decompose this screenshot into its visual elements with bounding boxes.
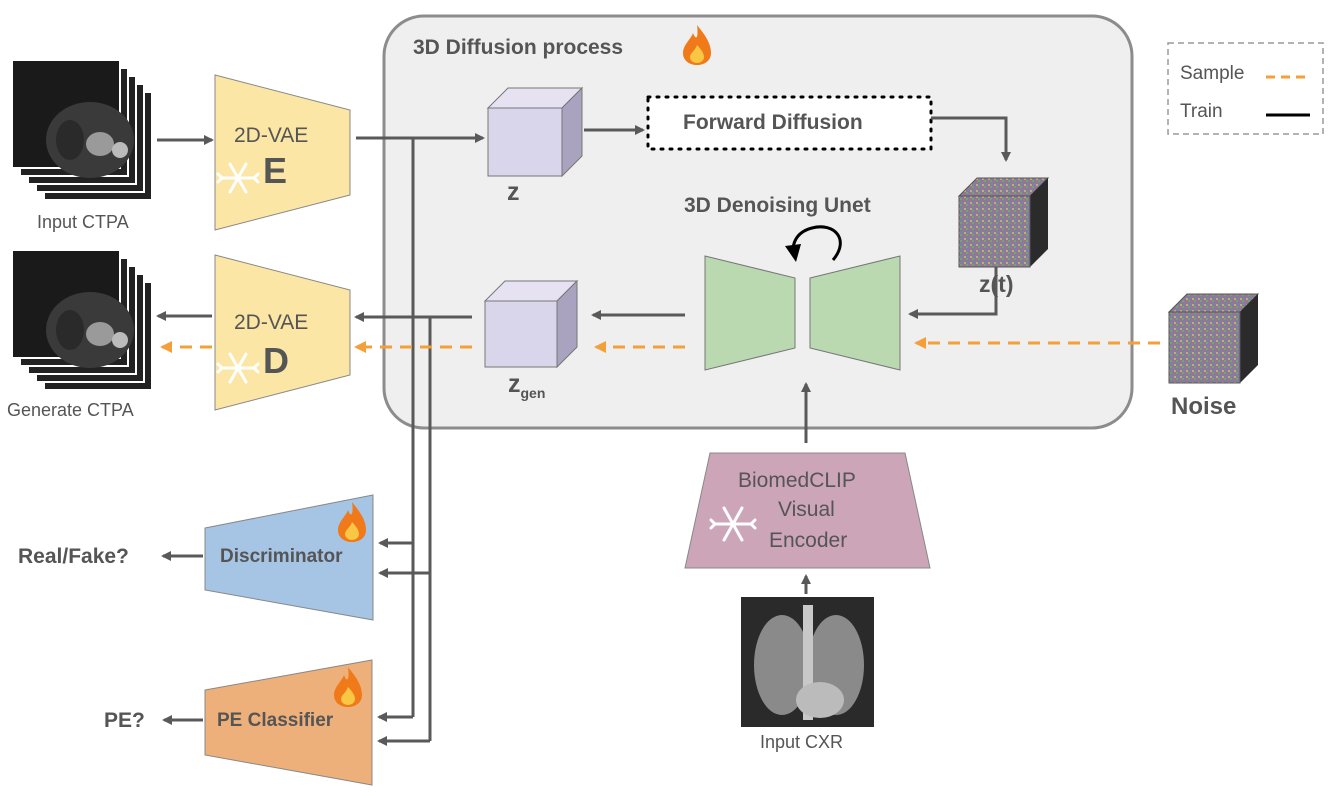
zgen-latent-cube bbox=[483, 279, 579, 369]
snowflake-icon bbox=[216, 352, 260, 384]
z-latent-cube bbox=[486, 86, 584, 178]
legend-sample-label: Sample bbox=[1180, 63, 1245, 84]
decoder-title: 2D-VAE bbox=[234, 311, 309, 334]
snowflake-icon bbox=[709, 506, 757, 542]
generate-ctpa-stack bbox=[11, 249, 153, 391]
forward-diffusion-box bbox=[646, 95, 933, 151]
flame-icon bbox=[334, 667, 362, 707]
z-label: z bbox=[507, 178, 520, 206]
sample-arrows bbox=[160, 337, 1160, 353]
discriminator-shape bbox=[204, 494, 374, 621]
biomedclip-line2: Visual bbox=[778, 498, 835, 521]
biomedclip-line3: Encoder bbox=[769, 529, 848, 552]
legend-train-label: Train bbox=[1180, 101, 1223, 122]
decoder-letter: D bbox=[263, 340, 289, 381]
pe-classifier-label: PE Classifier bbox=[217, 710, 334, 731]
generate-ctpa-label: Generate CTPA bbox=[7, 400, 134, 420]
zgen-sub: gen bbox=[520, 385, 546, 401]
forward-diffusion-label: Forward Diffusion bbox=[683, 111, 863, 134]
snowflake-icon bbox=[216, 162, 260, 194]
vae-encoder-shape bbox=[214, 74, 351, 231]
input-cxr-image bbox=[741, 597, 874, 727]
train-arrows bbox=[156, 116, 1011, 746]
biomedclip-line1: BiomedCLIP bbox=[738, 469, 856, 492]
flame-icon bbox=[338, 502, 366, 542]
input-ctpa-stack bbox=[11, 59, 153, 201]
zgen-label: zgen bbox=[508, 370, 545, 401]
vae-decoder-shape bbox=[214, 254, 351, 411]
encoder-letter: E bbox=[263, 150, 288, 191]
input-ctpa-label: Input CTPA bbox=[37, 212, 129, 232]
biomedclip-encoder-shape bbox=[684, 452, 931, 569]
unet-decoder-shape bbox=[809, 255, 901, 371]
flame-icon bbox=[683, 25, 711, 65]
noise-label: Noise bbox=[1171, 393, 1237, 420]
encoder-title: 2D-VAE bbox=[234, 124, 309, 147]
input-cxr-label: Input CXR bbox=[760, 732, 844, 752]
discriminator-label: Discriminator bbox=[220, 546, 343, 567]
zt-noisy-cube bbox=[957, 177, 1050, 268]
noise-cube bbox=[1167, 293, 1260, 384]
discriminator-output: Real/Fake? bbox=[18, 545, 129, 568]
zgen-main: z bbox=[508, 370, 521, 398]
unet-encoder-shape bbox=[704, 255, 796, 371]
pe-classifier-shape bbox=[204, 659, 373, 786]
zt-label: z(t) bbox=[979, 271, 1014, 297]
legend-box bbox=[1167, 42, 1324, 135]
unet-title: 3D Denoising Unet bbox=[684, 194, 871, 217]
pe-classifier-output: PE? bbox=[104, 709, 145, 732]
diffusion-process-title: 3D Diffusion process bbox=[413, 36, 624, 59]
